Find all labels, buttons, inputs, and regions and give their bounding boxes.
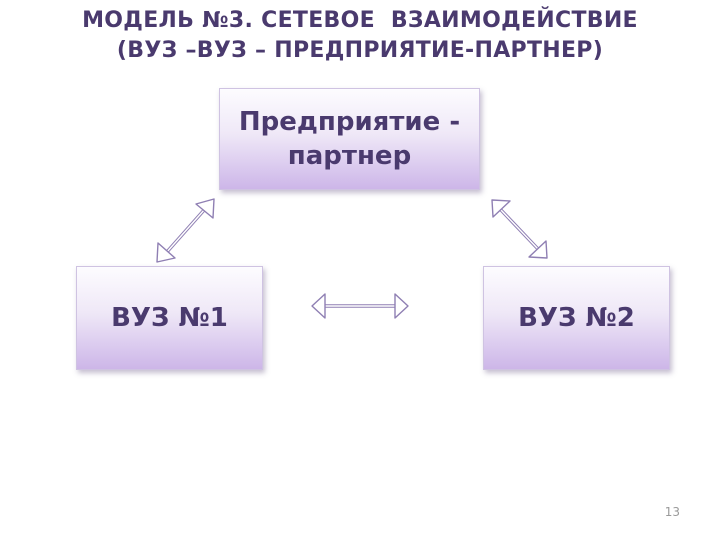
node-vuz-1: ВУЗ №1 [76,266,263,370]
node-enterprise-partner: Предприятие - партнер [219,88,480,190]
node-vuz-2: ВУЗ №2 [483,266,670,370]
arrow-enterprise-vuz2 [491,199,548,259]
slide-title-line-1: МОДЕЛЬ №3. СЕТЕВОЕ ВЗАИМОДЕЙСТВИЕ [82,8,638,33]
node-vuz-1-label: ВУЗ №1 [111,303,228,333]
node-enterprise-partner-label: Предприятие - партнер [238,107,461,171]
node-vuz-2-label: ВУЗ №2 [518,303,635,333]
arrow-vuz1-vuz2 [311,293,409,319]
slide-page-number: 13 [664,505,680,519]
arrow-enterprise-vuz1 [156,198,215,263]
slide-title: МОДЕЛЬ №3. СЕТЕВОЕ ВЗАИМОДЕЙСТВИЕ (ВУЗ –… [0,6,720,66]
slide-title-line-2: (ВУЗ –ВУЗ – ПРЕДПРИЯТИЕ-ПАРТНЕР) [116,38,604,63]
